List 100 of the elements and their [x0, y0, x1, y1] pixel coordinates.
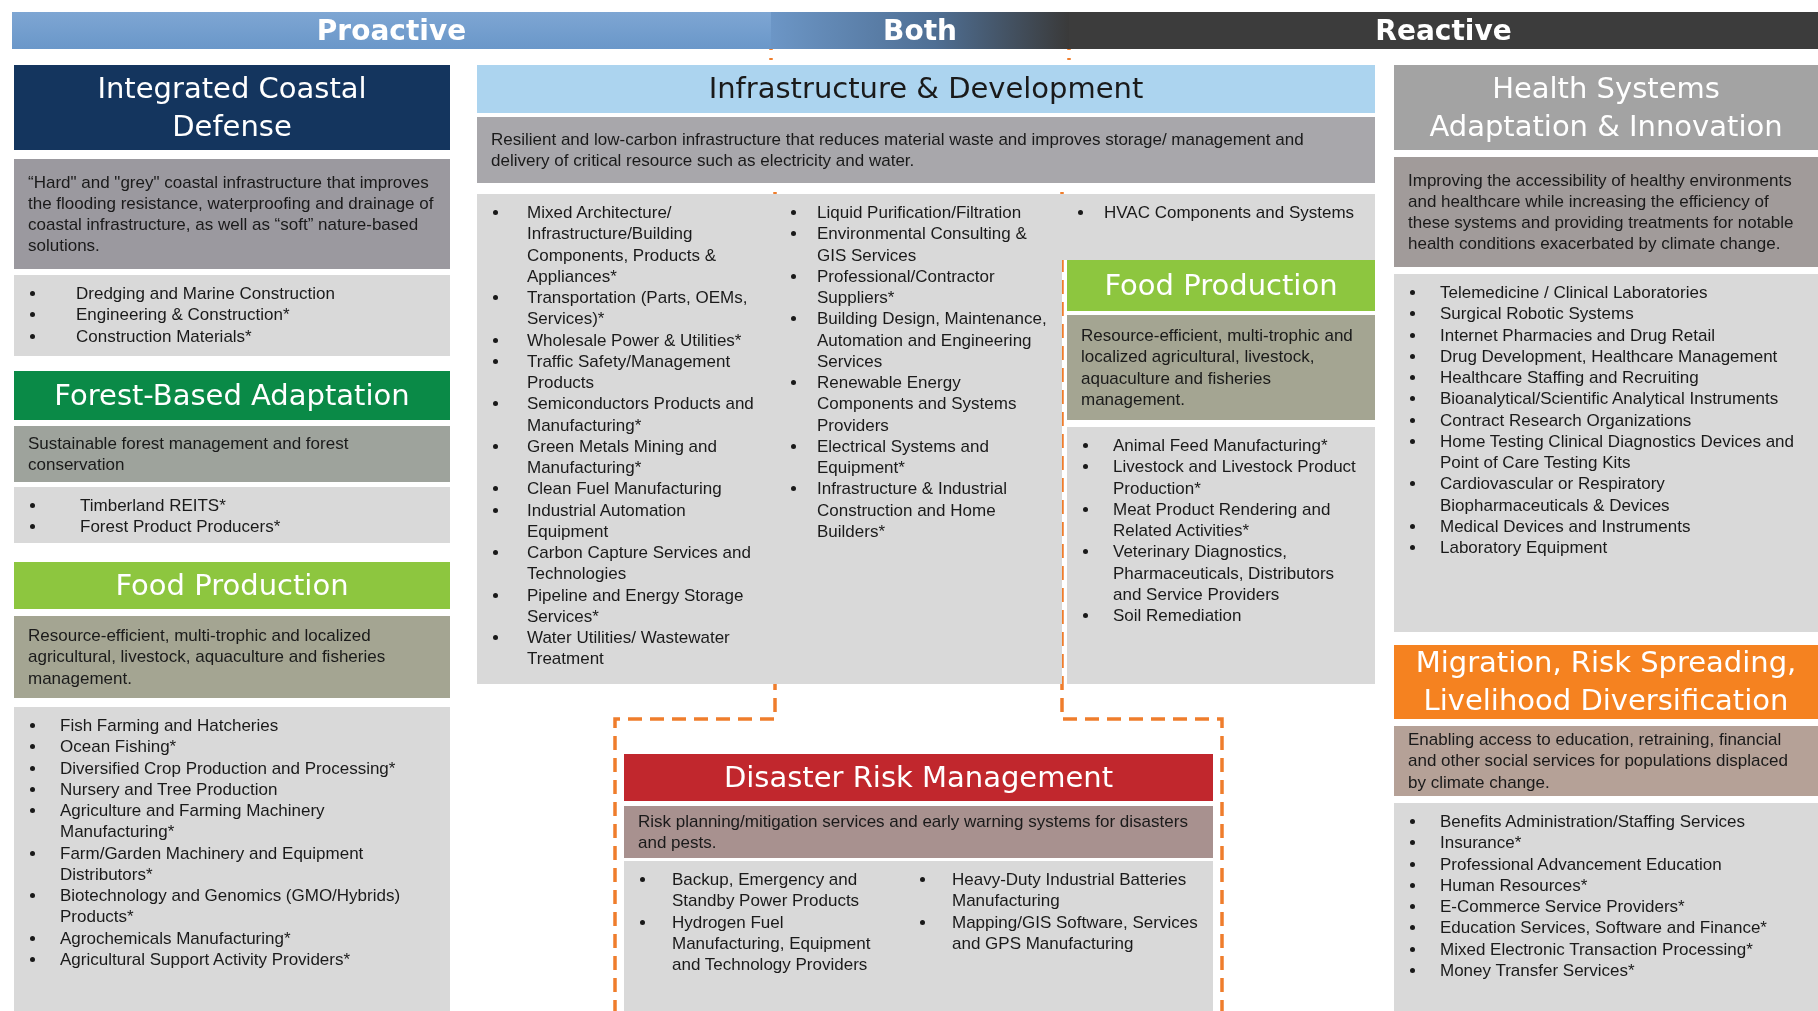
description-text: Resilient and low-carbon infrastructure that reduces material waste and improves storage/ management and delivery of critical resource such as electricity and water.: [491, 128, 1305, 172]
list-item-text: Human Resources*: [1440, 875, 1588, 895]
list-item-text: Healthcare Staffing and Recruiting: [1440, 368, 1699, 387]
list-panel: [904, 861, 1213, 1011]
description-text: Improving the accessibility of healthy environments and healthcare while increasing the efficiency of these systems and providing treatments for notable health conditions exacerbated by climate change.: [1408, 169, 1795, 255]
list-panel: [1067, 427, 1375, 684]
header-label: Proactive: [316, 14, 467, 47]
list-item-text: Professional/Contractor Suppliers*: [817, 266, 995, 307]
list-item-text: Drug Development, Healthcare Management: [1440, 346, 1778, 366]
list-item-text: Mapping/GIS Software, Services and GPS Manufacturing: [952, 912, 1198, 953]
list-item-text: Heavy-Duty Industrial Batteries Manufacturing: [952, 870, 1187, 911]
title-banner: [1067, 260, 1375, 311]
list-item-text: Education Services, Software and Finance*: [1440, 918, 1767, 938]
list-item-text: Home Testing Clinical Diagnostics Devices and Point of Care Testing Kits: [1440, 431, 1794, 472]
list-item-text: Construction Materials*: [76, 326, 252, 346]
list-item-text: Farm/Garden Machinery and Equipment Distributors*: [60, 843, 364, 884]
panel-title: Food Production: [115, 566, 349, 604]
list-item-text: Cardiovascular or Respiratory Biopharmaceuticals & Devices: [1440, 474, 1670, 515]
description-text: Enabling access to education, retraining, financial and other social services for populations displaced by climate change.: [1408, 729, 1789, 793]
title-banner: [14, 371, 450, 420]
list-item-text: Carbon Capture Services and Technologies: [527, 543, 751, 584]
description-panel: [1394, 157, 1818, 267]
list-item-text: Laboratory Equipment: [1440, 538, 1608, 557]
title-banner: [14, 65, 450, 150]
list-item-text: Clean Fuel Manufacturing: [527, 479, 722, 499]
list-item-text: Green Metals Mining and Manufacturing*: [527, 436, 717, 477]
list-item-text: Renewable Energy Components and Systems Providers: [817, 373, 1017, 435]
list-item-text: Livestock and Livestock Product Production*: [1113, 457, 1356, 498]
list-item-text: Liquid Purification/Filtration: [817, 203, 1022, 222]
list-panel: [14, 275, 450, 356]
list-item-text: Medical Devices and Instruments: [1440, 516, 1691, 536]
description-text: Risk planning/mitigation services and early warning systems for disasters and pests.: [638, 810, 1189, 854]
list-item-text: Electrical Systems and Equipment*: [817, 436, 989, 477]
list-panel: [775, 194, 1062, 684]
header-bar: [12, 12, 771, 49]
description-panel: [14, 426, 450, 482]
description-text: “Hard" and "grey" coastal infrastructure that improves the flooding resistance, waterproofing and drainage of coastal infrastructure, as well as “soft” nature-based solutions.: [28, 171, 435, 257]
panel-title: Integrated Coastal Defense: [96, 69, 368, 145]
list-item-text: Animal Feed Manufacturing*: [1113, 436, 1328, 455]
title-banner: [14, 562, 450, 609]
description-panel: [14, 159, 450, 269]
header-bar: [1069, 12, 1818, 49]
header-bar: [771, 12, 1069, 49]
list-item-text: Surgical Robotic Systems: [1440, 304, 1634, 324]
list-item-text: Internet Pharmacies and Drug Retail: [1440, 325, 1715, 345]
list-item-text: Engineering & Construction*: [76, 305, 290, 325]
list-item-text: HVAC Components and Systems: [1104, 203, 1355, 222]
list-item-text: Biotechnology and Genomics (GMO/Hybrids) Products*: [60, 886, 401, 927]
description-text: Resource-efficient, multi-trophic and localized agricultural, livestock, aquaculture and fisheries management.: [1081, 325, 1354, 410]
title-banner: [624, 754, 1213, 801]
list-item-text: Mixed Architecture/ Infrastructure/Building Components, Products & Appliances*: [527, 203, 716, 286]
panel-title: Forest-Based Adaptation: [54, 376, 410, 414]
list-item-text: Veterinary Diagnostics, Pharmaceuticals, Distributors and Service Providers: [1113, 542, 1335, 604]
title-banner: [477, 65, 1375, 113]
list-item-text: Hydrogen Fuel Manufacturing, Equipment and Technology Providers: [672, 912, 871, 974]
description-panel: [1394, 726, 1818, 796]
list-item-text: Insurance*: [1440, 833, 1522, 853]
list-item-text: Building Design, Maintenance, Automation and Engineering Services: [817, 309, 1047, 371]
panel-title: Migration, Risk Spreading, Livelihood Diversification: [1414, 644, 1798, 719]
list-item-text: Agriculture and Farming Machinery Manufacturing*: [60, 801, 325, 842]
description-panel: [1067, 315, 1375, 420]
header-label: Reactive: [1375, 14, 1512, 47]
list-panel: [477, 194, 775, 684]
list-item-text: Meat Product Rendering and Related Activities*: [1113, 499, 1331, 540]
list-panel: [14, 487, 450, 543]
list-item-text: Money Transfer Services*: [1440, 960, 1635, 980]
list-item-text: Contract Research Organizations: [1440, 410, 1692, 430]
list-panel: [624, 861, 904, 1011]
list-item-text: Water Utilities/ Wastewater Treatment: [527, 628, 730, 669]
list-item-text: E-Commerce Service Providers*: [1440, 897, 1685, 916]
list-item-text: Fish Farming and Hatcheries: [60, 716, 279, 735]
description-panel: [477, 117, 1375, 183]
list-item-text: Agrochemicals Manufacturing*: [60, 928, 291, 948]
list-panel: [1062, 194, 1375, 260]
title-banner: [1394, 65, 1818, 150]
description-text: Sustainable forest management and forest conservation: [28, 432, 350, 476]
description-panel: [14, 616, 450, 698]
list-item-text: Soil Remediation: [1113, 606, 1242, 625]
list-item-text: Traffic Safety/Management Products: [527, 351, 731, 392]
panel-title: Health Systems Adaptation & Innovation: [1428, 69, 1784, 145]
list-panel: [14, 707, 450, 1011]
list-item-text: Pipeline and Energy Storage Services*: [527, 585, 744, 626]
list-item-text: Bioanalytical/Scientific Analytical Instruments: [1440, 389, 1779, 409]
list-item-text: Forest Product Producers*: [80, 517, 281, 537]
list-item-text: Industrial Automation Equipment: [527, 500, 686, 541]
description-panel: [624, 806, 1213, 858]
list-item-text: Wholesale Power & Utilities*: [527, 330, 742, 350]
list-item-text: Nursery and Tree Production: [60, 779, 278, 799]
panel-title: Food Production: [1104, 266, 1338, 304]
list-item-text: Timberland REITS*: [80, 496, 226, 515]
header-label: Both: [883, 14, 957, 47]
list-item-text: Ocean Fishing*: [60, 737, 177, 757]
list-item-text: Transportation (Parts, OEMs, Services)*: [527, 288, 748, 329]
list-item-text: Dredging and Marine Construction: [76, 284, 335, 303]
list-item-text: Telemedicine / Clinical Laboratories: [1440, 283, 1708, 302]
panel-title: Disaster Risk Management: [723, 758, 1114, 796]
list-panel: [1394, 274, 1818, 632]
list-panel: [1394, 803, 1818, 1011]
list-item-text: Agricultural Support Activity Providers*: [60, 949, 351, 969]
list-item-text: Backup, Emergency and Standby Power Products: [672, 870, 860, 911]
